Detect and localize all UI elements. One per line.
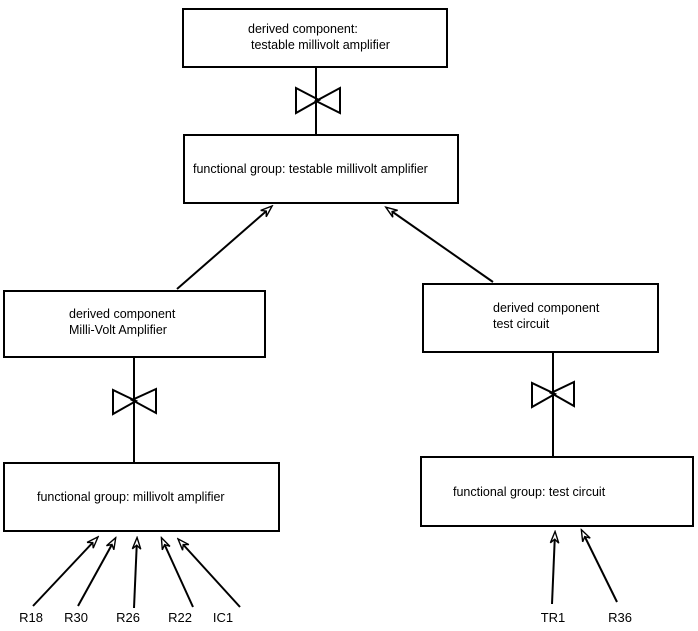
component-label-tr1: TR1 bbox=[540, 610, 566, 625]
arrow-r22 bbox=[162, 539, 194, 608]
component-label-r30: R30 bbox=[64, 610, 88, 625]
arrow-r36 bbox=[582, 531, 618, 603]
node-derived-mva: derived component Milli-Volt Amplifier bbox=[3, 290, 266, 358]
node-derived-testable: derived component: testable millivolt am… bbox=[182, 8, 448, 68]
node-fg-tc: functional group: test circuit bbox=[420, 456, 694, 527]
bowtie-icon bbox=[112, 387, 157, 416]
arrow-tc-to-fg-testable bbox=[387, 208, 494, 283]
node-text: functional group: test circuit bbox=[453, 484, 606, 499]
arrow-r30 bbox=[77, 539, 115, 607]
component-label-r26: R26 bbox=[116, 610, 140, 625]
node-text: functional group: testable millivolt amp… bbox=[193, 162, 428, 176]
bowtie-icon bbox=[295, 86, 341, 115]
component-label-ic1: IC1 bbox=[212, 610, 234, 625]
arrow-mva-to-fg-testable bbox=[176, 207, 271, 290]
component-label-r22: R22 bbox=[168, 610, 192, 625]
node-fg-testable: functional group: testable millivolt amp… bbox=[183, 134, 459, 204]
arrow-r26 bbox=[134, 539, 137, 609]
component-label-r36: R36 bbox=[608, 610, 632, 625]
node-text: testable millivolt amplifier bbox=[251, 38, 390, 52]
node-fg-mva: functional group: millivolt amplifier bbox=[3, 462, 280, 532]
arrow-ic1 bbox=[179, 540, 241, 608]
node-text: functional group: millivolt amplifier bbox=[37, 490, 225, 504]
node-text: Milli-Volt Amplifier bbox=[69, 323, 167, 337]
arrow-r18 bbox=[32, 538, 97, 607]
node-text: derived component bbox=[493, 301, 600, 315]
node-text: derived component bbox=[69, 307, 176, 321]
component-label-r18: R18 bbox=[19, 610, 43, 625]
node-text: test circuit bbox=[493, 317, 550, 331]
node-derived-tc: derived component test circuit bbox=[422, 283, 659, 353]
node-text: derived component: bbox=[248, 22, 358, 36]
arrow-tr1 bbox=[552, 533, 555, 605]
bowtie-icon bbox=[531, 380, 575, 409]
